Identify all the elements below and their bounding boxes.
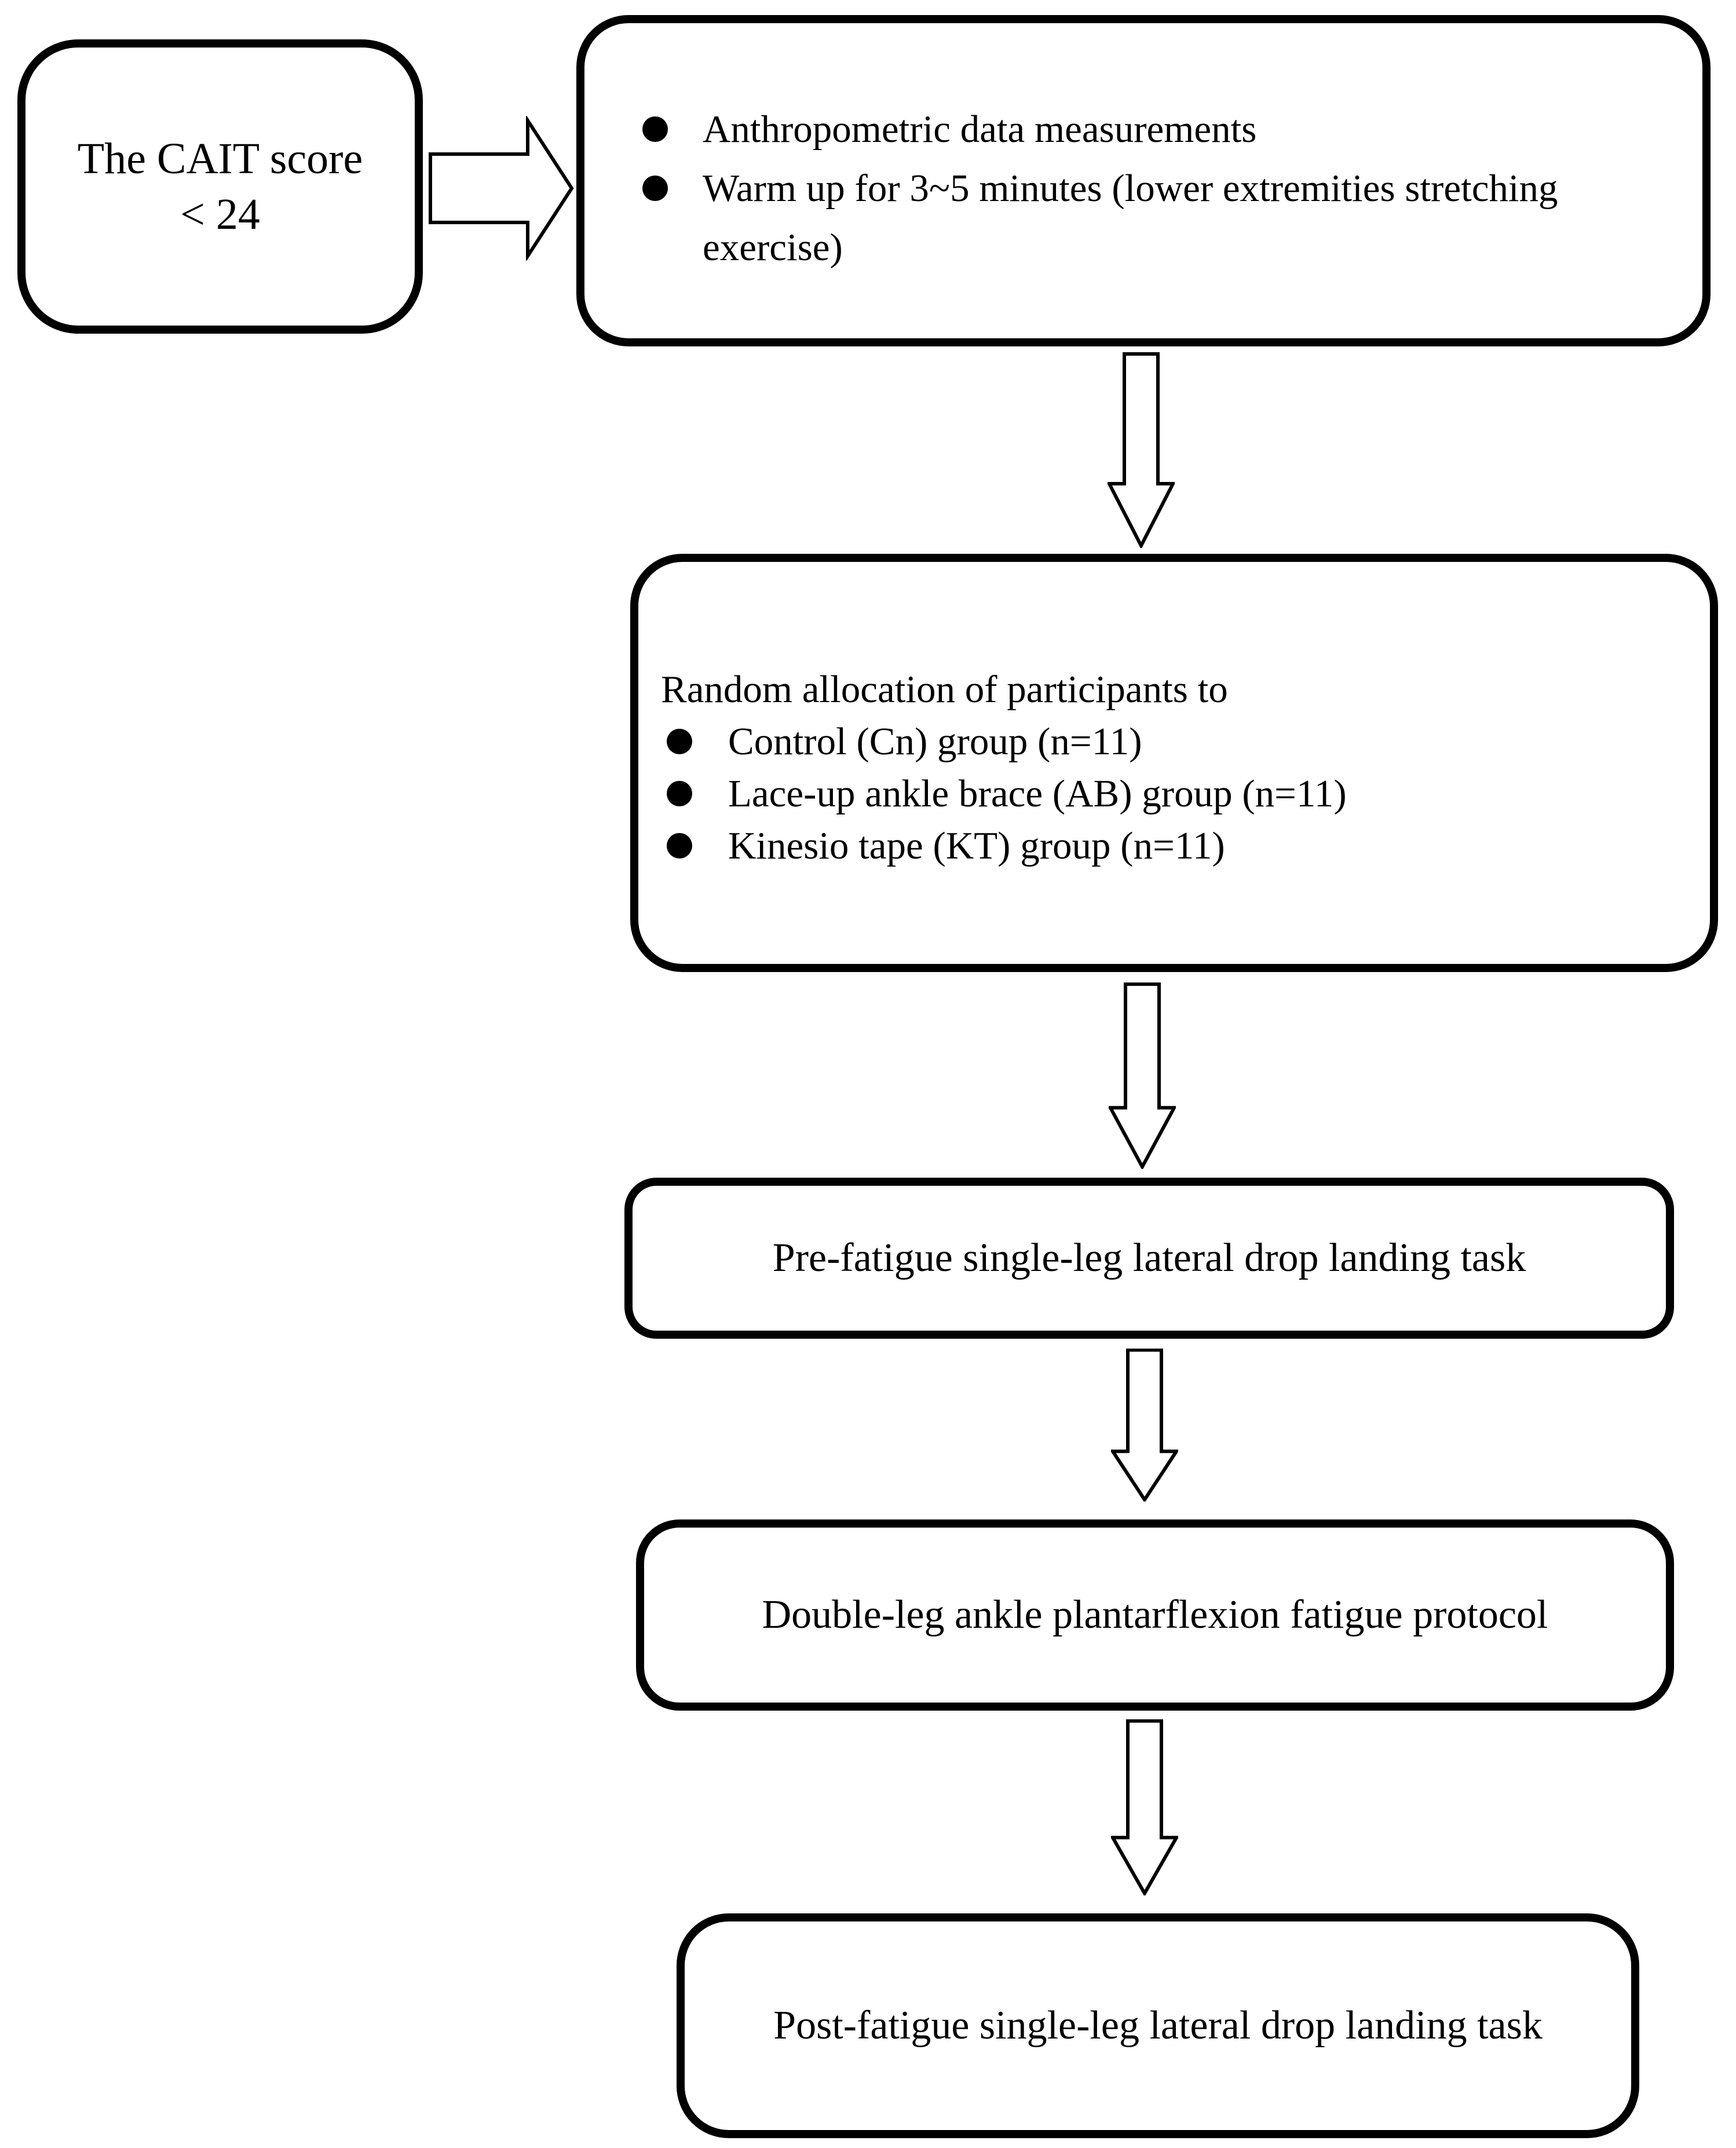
preparation-bullet-2: Warm up for 3~5 minutes (lower extremiti… bbox=[703, 167, 1558, 269]
allocation-bullet-1: Control (Cn) group (n=11) bbox=[728, 720, 1142, 763]
allocation-heading: Random allocation of participants to bbox=[661, 668, 1228, 711]
bullet-icon bbox=[667, 781, 692, 806]
allocation-bullet-2: Lace-up ankle brace (AB) group (n=11) bbox=[728, 772, 1347, 815]
bullet-icon bbox=[642, 176, 668, 201]
allocation-bullet-3: Kinesio tape (KT) group (n=11) bbox=[728, 824, 1225, 867]
allocation-box: Random allocation of participants to Con… bbox=[630, 554, 1718, 972]
down-block-arrow-icon bbox=[1108, 352, 1175, 548]
cait-score-box: The CAIT score < 24 bbox=[17, 39, 423, 334]
cait-score-line-1: The CAIT score bbox=[77, 134, 363, 183]
cait-score-line-2: < 24 bbox=[180, 190, 260, 239]
down-block-arrow-icon bbox=[1111, 1349, 1178, 1502]
bullet-icon bbox=[667, 729, 692, 754]
preparation-bullet-1: Anthropometric data measurements bbox=[703, 108, 1257, 151]
fatigue-protocol-label: Double-leg ankle plantarflexion fatigue … bbox=[762, 1592, 1548, 1637]
preparation-bullet-row: Anthropometric data measurements bbox=[642, 100, 1679, 159]
fatigue-protocol-box: Double-leg ankle plantarflexion fatigue … bbox=[636, 1519, 1674, 1711]
post-fatigue-box: Post-fatigue single-leg lateral drop lan… bbox=[677, 1913, 1639, 2138]
bullet-icon bbox=[642, 116, 668, 142]
down-block-arrow-icon bbox=[1111, 1719, 1178, 1895]
preparation-bullet-row: Warm up for 3~5 minutes (lower extremiti… bbox=[642, 159, 1679, 277]
allocation-bullet-row: Kinesio tape (KT) group (n=11) bbox=[661, 820, 1687, 872]
post-fatigue-label: Post-fatigue single-leg lateral drop lan… bbox=[773, 2003, 1543, 2048]
right-block-arrow-icon bbox=[427, 116, 575, 261]
preparation-box: Anthropometric data measurements Warm up… bbox=[576, 15, 1711, 346]
allocation-bullet-row: Control (Cn) group (n=11) bbox=[661, 715, 1687, 768]
down-block-arrow-icon bbox=[1109, 982, 1176, 1169]
pre-fatigue-box: Pre-fatigue single-leg lateral drop land… bbox=[624, 1178, 1674, 1339]
allocation-bullet-row: Lace-up ankle brace (AB) group (n=11) bbox=[661, 768, 1687, 820]
pre-fatigue-label: Pre-fatigue single-leg lateral drop land… bbox=[772, 1236, 1526, 1280]
bullet-icon bbox=[667, 833, 692, 859]
